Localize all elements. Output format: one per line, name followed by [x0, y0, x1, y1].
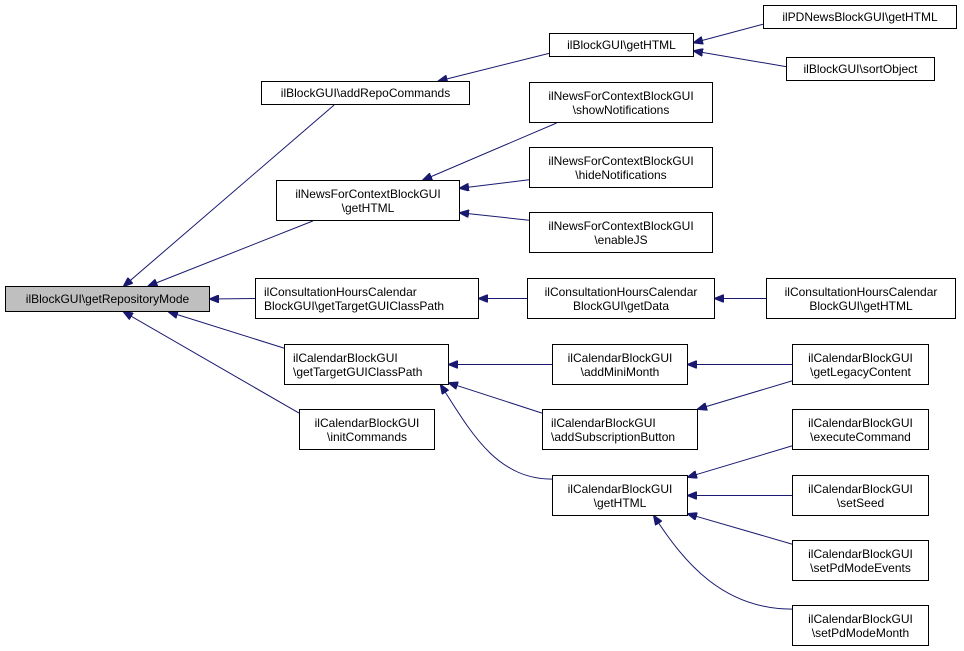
node-addRepoCommands[interactable]: ilBlockGUI\addRepoCommands	[261, 81, 470, 105]
edge-pdNewsGetHTML-to-blockGetHTML	[694, 23, 764, 42]
node-root-getRepositoryMode[interactable]: ilBlockGUI\getRepositoryMode	[5, 286, 210, 312]
node-label: ilBlockGUI\addRepoCommands	[280, 86, 451, 100]
node-label-line-2: \initCommands	[326, 429, 408, 444]
node-calSetPdModeEvents[interactable]: ilCalendarBlockGUI \setPdModeEvents	[792, 540, 929, 581]
node-pdNewsGetHTML[interactable]: ilPDNewsBlockGUI\getHTML	[763, 5, 957, 29]
node-label-line-2: \hideNotifications	[575, 167, 667, 182]
node-label-line-1: ilCalendarBlockGUI	[567, 481, 673, 496]
node-sortObject[interactable]: ilBlockGUI\sortObject	[786, 57, 935, 81]
node-calAddMiniMonth[interactable]: ilCalendarBlockGUI \addMiniMonth	[552, 344, 688, 385]
edge-newsCtxGetHTML-to-root	[149, 220, 313, 286]
node-hideNotifications[interactable]: ilNewsForContextBlockGUI \hideNotificati…	[529, 147, 713, 188]
edge-calAddSubscription-to-calTargetPath	[449, 383, 543, 414]
node-consTargetPath[interactable]: ilConsultationHoursCalendar BlockGUI\get…	[255, 278, 479, 319]
edge-blockGetHTML-to-addRepoCommands	[439, 52, 550, 81]
node-showNotifications[interactable]: ilNewsForContextBlockGUI \showNotificati…	[529, 82, 713, 123]
edges-layer	[124, 23, 793, 610]
node-label-line-2: BlockGUI\getData	[572, 298, 670, 313]
node-label-line-2: BlockGUI\getHTML	[809, 298, 913, 313]
edge-calGetHTML-to-calTargetPath	[441, 385, 553, 480]
node-label: ilBlockGUI\sortObject	[803, 62, 918, 76]
node-label-line-2: \getLegacyContent	[810, 364, 911, 379]
node-label-line-2: \setSeed	[836, 495, 885, 510]
node-label-line-1: ilNewsForContextBlockGUI	[548, 88, 694, 103]
node-calInitCommands[interactable]: ilCalendarBlockGUI \initCommands	[299, 409, 435, 450]
node-calAddSubscription[interactable]: ilCalendarBlockGUI \addSubscriptionButto…	[542, 409, 698, 450]
node-label-line-1: ilCalendarBlockGUI	[551, 415, 656, 430]
node-label-line-1: ilNewsForContextBlockGUI	[548, 153, 694, 168]
node-label-line-2: \executeCommand	[810, 429, 911, 444]
node-label-line-2: \addSubscriptionButton	[551, 429, 676, 444]
node-label: ilBlockGUI\getRepositoryMode	[25, 292, 190, 306]
edge-enableJS-to-newsCtxGetHTML	[460, 213, 530, 221]
node-enableJS[interactable]: ilNewsForContextBlockGUI \enableJS	[529, 212, 713, 253]
node-label: ilBlockGUI\getHTML	[567, 38, 676, 52]
node-calGetHTML[interactable]: ilCalendarBlockGUI \getHTML	[552, 475, 688, 516]
edge-calTargetPath-to-root	[169, 312, 285, 349]
node-calSetPdModeMonth[interactable]: ilCalendarBlockGUI \setPdModeMonth	[792, 605, 929, 646]
edge-showNotifications-to-newsCtxGetHTML	[423, 122, 557, 180]
node-label-line-2: \enableJS	[594, 232, 648, 247]
node-label-line-1: ilCalendarBlockGUI	[808, 546, 913, 561]
node-label-line-1: ilCalendarBlockGUI	[808, 415, 913, 430]
node-label-line-1: ilConsultationHoursCalendar	[264, 284, 417, 299]
node-consGetHTML[interactable]: ilConsultationHoursCalendar BlockGUI\get…	[766, 278, 956, 319]
node-label-line-2: \setPdModeMonth	[811, 625, 910, 640]
node-label: ilPDNewsBlockGUI\getHTML	[782, 10, 938, 24]
node-calGetLegacyContent[interactable]: ilCalendarBlockGUI \getLegacyContent	[792, 344, 929, 385]
edge-hideNotifications-to-newsCtxGetHTML	[460, 179, 530, 188]
node-label-line-2: \getTargetGUIClassPath	[293, 364, 423, 379]
edge-calSetPdModeEvents-to-calGetHTML	[688, 514, 793, 545]
node-consGetData[interactable]: ilConsultationHoursCalendar BlockGUI\get…	[527, 278, 715, 319]
node-label-line-2: \getHTML	[341, 200, 395, 215]
node-calTargetPath[interactable]: ilCalendarBlockGUI \getTargetGUIClassPat…	[284, 344, 449, 385]
node-calExecuteCommand[interactable]: ilCalendarBlockGUI \executeCommand	[792, 409, 929, 450]
node-blockGetHTML[interactable]: ilBlockGUI\getHTML	[549, 33, 694, 57]
node-label-line-2: BlockGUI\getTargetGUIClassPath	[264, 298, 445, 313]
edge-sortObject-to-blockGetHTML	[694, 51, 787, 68]
node-calSetSeed[interactable]: ilCalendarBlockGUI \setSeed	[792, 475, 929, 516]
node-label-line-1: ilCalendarBlockGUI	[808, 611, 913, 626]
node-label-line-1: ilCalendarBlockGUI	[808, 350, 913, 365]
node-newsCtxGetHTML[interactable]: ilNewsForContextBlockGUI \getHTML	[276, 180, 460, 221]
edge-calInitCommands-to-root	[124, 312, 300, 414]
node-label-line-2: \showNotifications	[572, 102, 670, 117]
edge-calExecuteCommand-to-calGetHTML	[688, 445, 793, 477]
node-label-line-1: ilCalendarBlockGUI	[293, 350, 398, 365]
node-label-line-2: \addMiniMonth	[580, 364, 660, 379]
node-label-line-1: ilCalendarBlockGUI	[808, 481, 913, 496]
node-label-line-2: \setPdModeEvents	[810, 560, 911, 575]
node-label-line-1: ilNewsForContextBlockGUI	[295, 186, 441, 201]
node-label-line-1: ilCalendarBlockGUI	[314, 415, 420, 430]
node-label-line-1: ilConsultationHoursCalendar	[784, 284, 938, 299]
node-label-line-1: ilNewsForContextBlockGUI	[548, 218, 694, 233]
edge-calSetPdModeMonth-to-calGetHTML	[654, 516, 793, 610]
node-label-line-2: \getHTML	[593, 495, 647, 510]
edge-consTargetPath-to-root	[210, 299, 256, 300]
node-label-line-1: ilConsultationHoursCalendar	[544, 284, 698, 299]
edge-calGetLegacyContent-to-calAddSubscription	[698, 380, 793, 409]
edge-addRepoCommands-to-root	[124, 104, 335, 286]
node-label-line-1: ilCalendarBlockGUI	[567, 350, 673, 365]
